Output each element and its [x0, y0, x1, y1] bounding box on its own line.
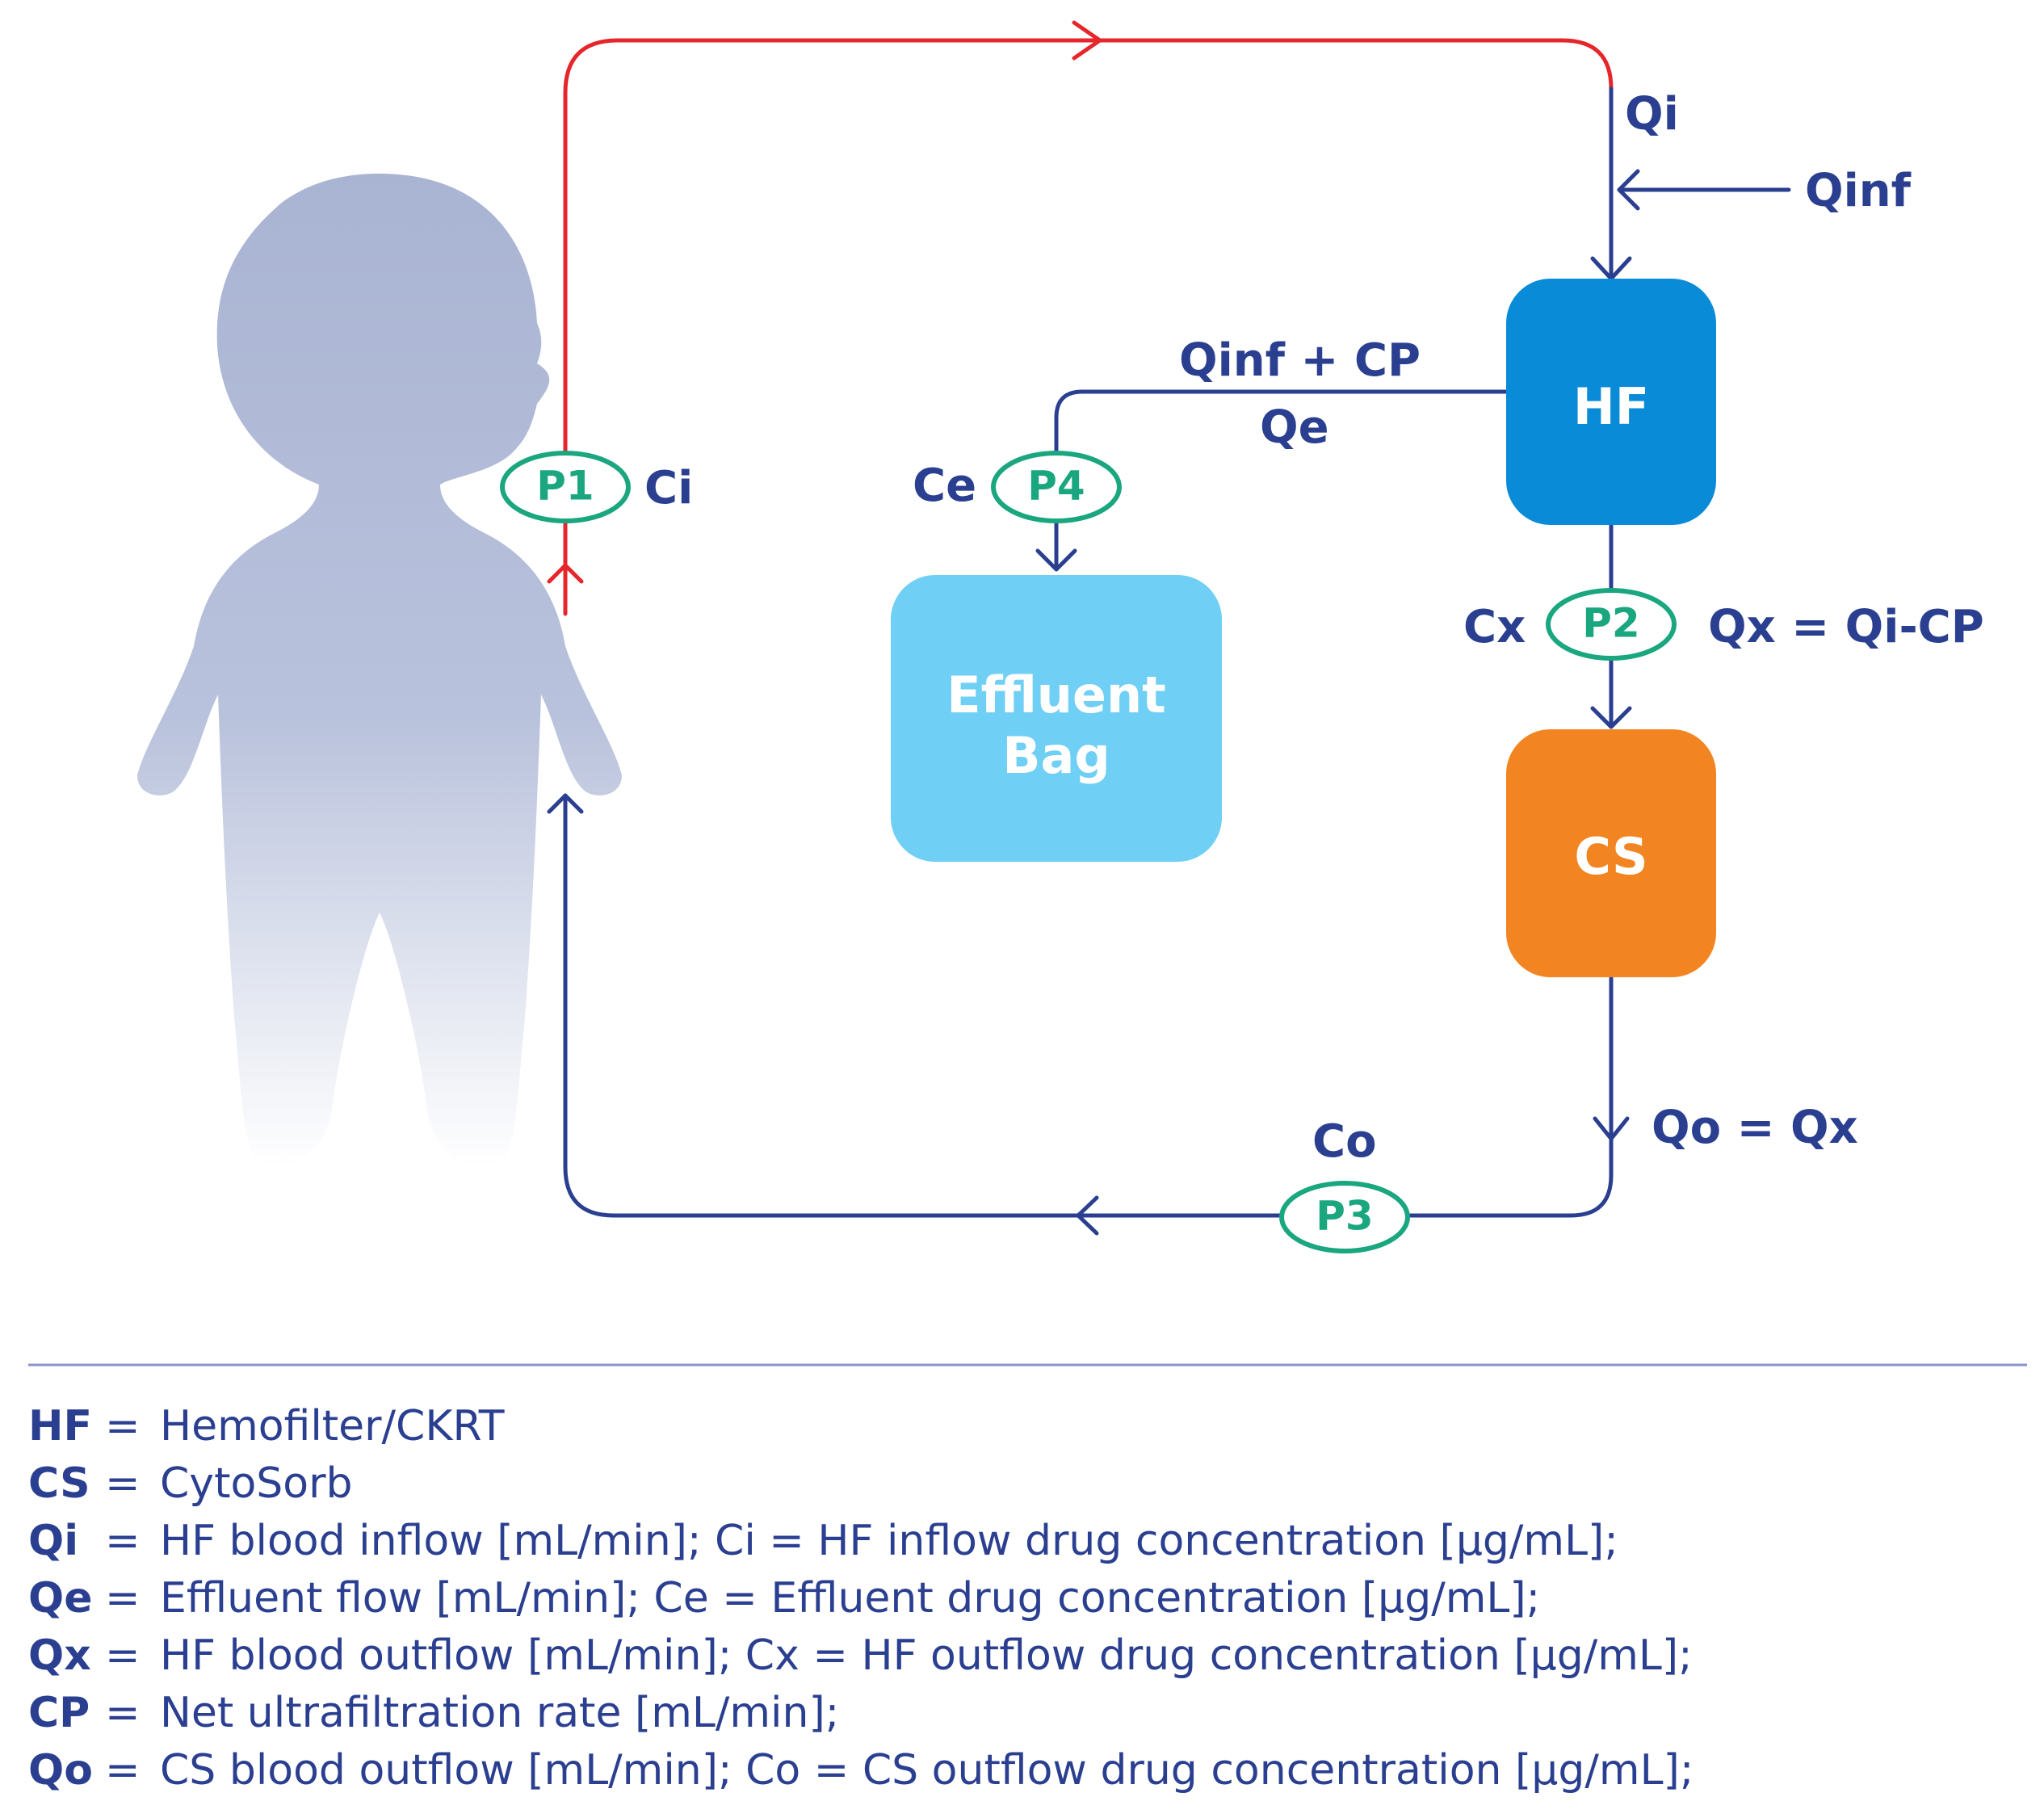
port-p4: P4 [991, 451, 1122, 523]
effluent-label-line1: Effluent [946, 665, 1166, 724]
legend-row: Qi = HF blood inflow [mL/min]; Ci = HF i… [28, 1517, 1618, 1565]
label-qinf-cp: Qinf + CP [1179, 334, 1421, 387]
cs-node: CS [1506, 729, 1716, 977]
hf-node: HF [1506, 279, 1716, 525]
arterial-arrow-right [1072, 20, 1102, 61]
effluent-bag-node: Effluent Bag [891, 575, 1222, 862]
legend-sep: = [105, 1517, 141, 1565]
circuit-lines [547, 86, 1791, 1236]
legend-definition: CytoSorb [160, 1459, 353, 1508]
return-arrow-up [547, 793, 584, 814]
legend-term: Qe [28, 1574, 92, 1623]
legend-definition: Hemofilter/CKRT [160, 1402, 505, 1451]
legend-sep: = [105, 1631, 141, 1680]
port-p4-label: P4 [1027, 463, 1085, 510]
legend-row: Qx = HF blood outflow [mL/min]; Cx = HF … [28, 1631, 1693, 1680]
qinf-arrow [1617, 169, 1640, 211]
arterial-line [547, 20, 1614, 616]
label-qx: Qx = Qi-CP [1708, 601, 1984, 653]
port-p3-label: P3 [1316, 1193, 1373, 1240]
port-p1-label: P1 [536, 463, 594, 510]
label-qo: Qo = Qx [1652, 1102, 1858, 1154]
port-p2-label: P2 [1582, 600, 1639, 647]
legend-row: HF = Hemofilter/CKRT [28, 1402, 505, 1451]
qo-arrow [1593, 1116, 1630, 1141]
legend-definition: CS blood outflow [mL/min]; Co = CS outfl… [160, 1746, 1694, 1795]
legend-sep: = [105, 1402, 141, 1451]
child-silhouette [137, 174, 622, 1167]
legend-term: Qo [28, 1746, 93, 1795]
legend-definition: Effluent flow [mL/min]; Ce = Effluent dr… [160, 1574, 1540, 1623]
legend-sep: = [105, 1746, 141, 1795]
legend-sep: = [105, 1459, 141, 1508]
arterial-arrow-up [547, 563, 584, 584]
label-qinf: Qinf [1805, 165, 1912, 217]
legend-term: HF [28, 1402, 92, 1451]
legend-row: CP = Net ultrafiltration rate [mL/min]; [28, 1689, 839, 1737]
port-p2: P2 [1546, 588, 1677, 661]
cs-label: CS [1574, 827, 1647, 886]
legend-term: Qx [28, 1631, 91, 1680]
label-qe: Qe [1260, 401, 1329, 454]
legend-sep: = [105, 1574, 141, 1623]
legend-term: CP [28, 1689, 90, 1737]
label-qi: Qi [1625, 88, 1679, 141]
hf-label: HF [1573, 377, 1649, 436]
legend-definition: Net ultrafiltration rate [mL/min]; [160, 1689, 839, 1737]
legend-term: Qi [28, 1517, 78, 1565]
cs-inflow-arrow [1590, 706, 1632, 729]
port-p3: P3 [1279, 1181, 1410, 1253]
flow-labels: Qi Qinf Qinf + CP Qe Ci Ce Cx Qx = Qi-CP… [644, 88, 1984, 1168]
legend-definition: HF blood inflow [mL/min]; Ci = HF inflow… [160, 1517, 1618, 1565]
legend-row: CS = CytoSorb [28, 1459, 353, 1508]
port-p1: P1 [500, 451, 631, 523]
legend-sep: = [105, 1689, 141, 1737]
label-cx: Cx [1463, 601, 1526, 653]
legend-row: Qe = Effluent flow [mL/min]; Ce = Efflue… [28, 1574, 1540, 1623]
label-co: Co [1312, 1115, 1377, 1168]
legend-row: Qo = CS blood outflow [mL/min]; Co = CS … [28, 1746, 1694, 1795]
legend: HF = Hemofilter/CKRT CS = CytoSorb Qi = … [28, 1402, 1694, 1795]
return-arrow-left [1076, 1195, 1099, 1236]
legend-definition: HF blood outflow [mL/min]; Cx = HF outfl… [160, 1631, 1693, 1680]
label-ci: Ci [644, 462, 693, 514]
label-ce: Ce [913, 460, 976, 512]
effluent-label-line2: Bag [1002, 726, 1110, 785]
legend-term: CS [28, 1459, 90, 1508]
effluent-arrow [1035, 548, 1077, 572]
